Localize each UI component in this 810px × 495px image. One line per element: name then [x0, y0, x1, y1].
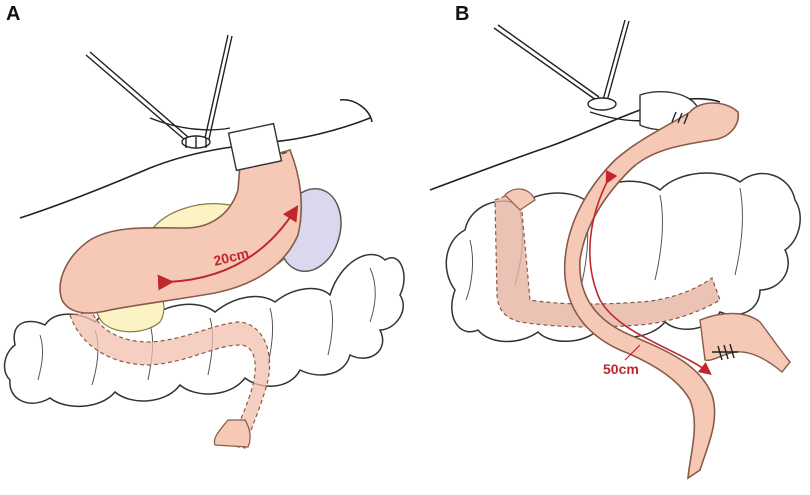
measurement-arrow-b — [589, 169, 712, 375]
retractor-icon-b — [493, 19, 630, 111]
anastomosis-staple-line — [671, 111, 738, 361]
panel-b-label: B — [455, 3, 469, 25]
panel-b: B — [429, 3, 801, 480]
stomach-remnant — [59, 149, 303, 314]
panel-a: A — [3, 3, 405, 449]
jejunal-loop — [69, 311, 271, 449]
esophagus-stump — [227, 122, 283, 172]
alimentary-limb — [563, 102, 739, 480]
measurement-arrow-a — [157, 204, 299, 291]
retractor-icon — [85, 34, 233, 149]
common-channel — [699, 312, 791, 373]
panel-a-label: A — [6, 3, 20, 25]
liver-outline — [19, 99, 373, 219]
measurement-label-b: 50cm — [603, 361, 639, 377]
